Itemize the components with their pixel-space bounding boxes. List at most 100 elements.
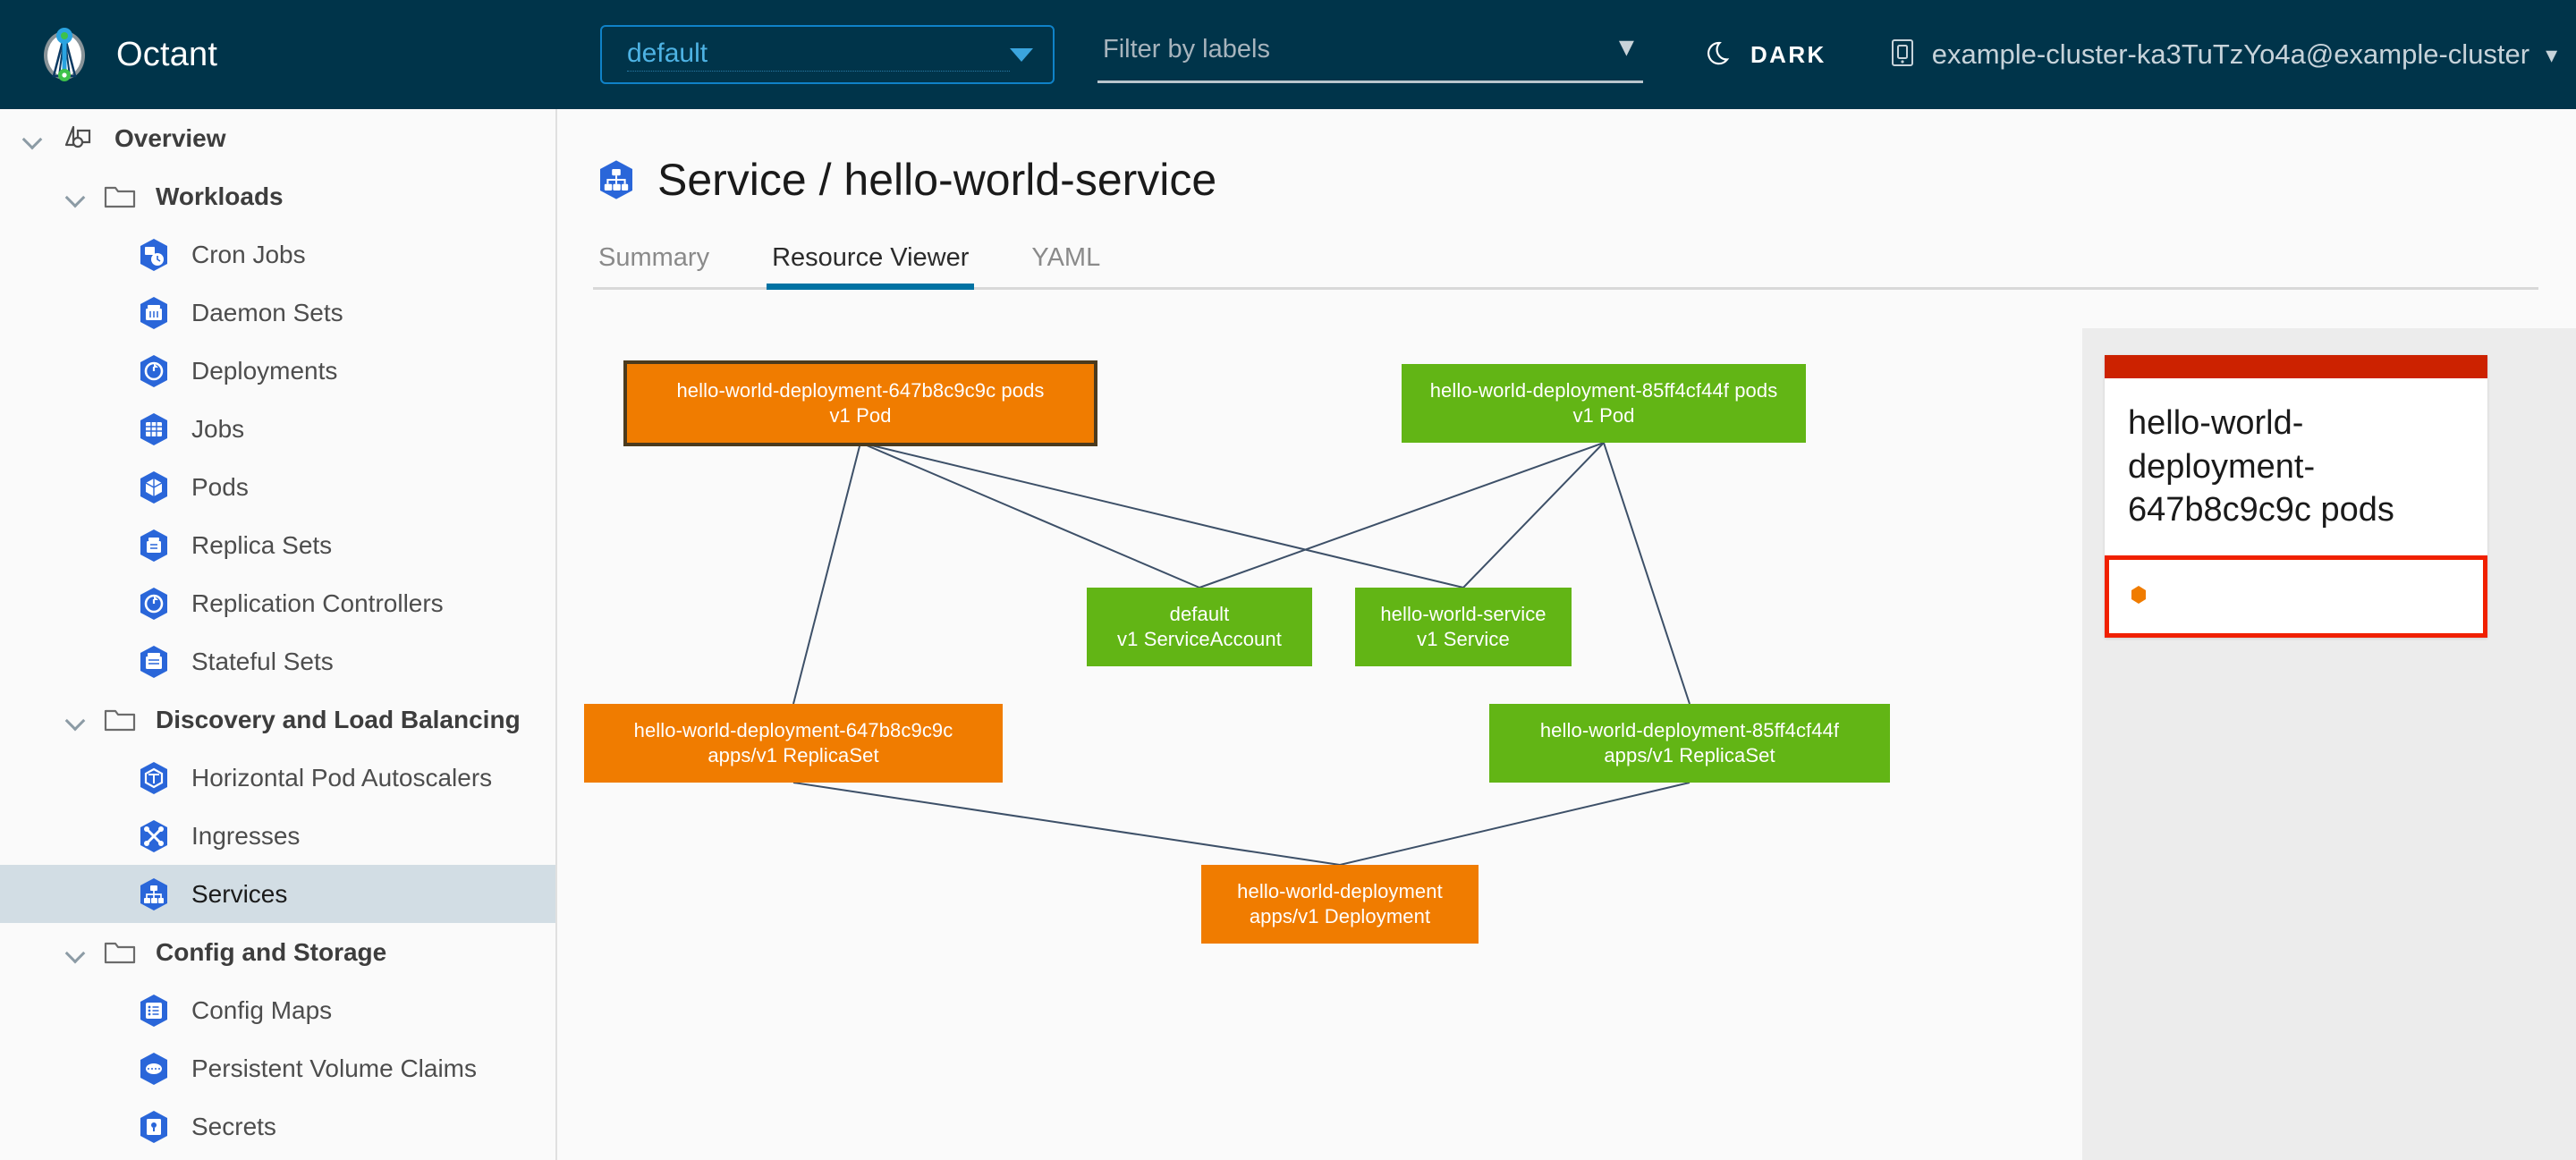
- sidebar-item-label: Config and Storage: [156, 937, 387, 966]
- page-title: Service / hello-world-service: [657, 155, 1217, 205]
- theme-label: DARK: [1750, 40, 1826, 68]
- folder-icon: [104, 939, 136, 966]
- detail-card-title: hello-world-deployment-647b8c9c9c pods: [2128, 404, 2394, 529]
- sidebar-item-workloads[interactable]: Workloads: [0, 167, 555, 225]
- sidebar-item-label: Cron Jobs: [191, 240, 306, 268]
- detail-card[interactable]: hello-world-deployment-647b8c9c9c pods: [2105, 355, 2487, 638]
- triangle-down-icon: [1010, 47, 1033, 62]
- tab-summary[interactable]: Summary: [598, 243, 710, 272]
- theme-toggle[interactable]: DARK: [1707, 38, 1826, 72]
- graph-node-name: hello-world-deployment-647b8c9c9c: [633, 718, 953, 741]
- graph-edges: [792, 442, 1690, 866]
- graph-node-kind: v1 Pod: [1572, 404, 1635, 427]
- detail-card-body[interactable]: [2105, 555, 2487, 638]
- sidebar-item-discovery-and-load-balancing[interactable]: Discovery and Load Balancing: [0, 690, 555, 749]
- graph-node-rs-647[interactable]: hello-world-deployment-647b8c9c9c apps/v1…: [584, 704, 1003, 783]
- sidebar-item-label: Jobs: [191, 414, 245, 443]
- graph-node-kind: apps/v1 ReplicaSet: [708, 744, 879, 766]
- graph-node-name: hello-world-service: [1380, 602, 1546, 625]
- daemonset-icon: [136, 295, 172, 331]
- graph-edge: [1199, 442, 1605, 588]
- graph-edge: [1339, 782, 1690, 866]
- graph-edge: [792, 782, 1341, 866]
- replicationcontroller-icon: [136, 586, 172, 622]
- replicaset-icon: [136, 528, 172, 563]
- tab-yaml[interactable]: YAML: [1031, 243, 1101, 272]
- chevron-down-icon[interactable]: [21, 127, 45, 150]
- sidebar-item-label: Daemon Sets: [191, 298, 343, 326]
- detail-panel: hello-world-deployment-647b8c9c9c pods: [2082, 328, 2576, 1160]
- graph-node-kind: apps/v1 Deployment: [1249, 905, 1431, 927]
- cluster-context-select[interactable]: example-cluster-ka3TuTzYo4a@example-clus…: [1889, 38, 2557, 72]
- chevron-down-icon[interactable]: [64, 185, 88, 208]
- sidebar-item-label: Config Maps: [191, 995, 333, 1024]
- job-icon: [136, 411, 172, 447]
- moon-icon: [1707, 38, 1736, 72]
- sidebar-item-pods[interactable]: Pods: [0, 458, 555, 516]
- sidebar-item-config-and-storage[interactable]: Config and Storage: [0, 923, 555, 981]
- cluster-context-name: example-cluster-ka3TuTzYo4a@example-clus…: [1931, 38, 2530, 70]
- sidebar-item-label: Overview: [114, 123, 226, 152]
- status-dot-icon[interactable]: [2129, 585, 2148, 605]
- graph-node-name: hello-world-deployment-85ff4cf44f: [1539, 718, 1840, 741]
- sidebar-item-daemon-sets[interactable]: Daemon Sets: [0, 284, 555, 342]
- brand[interactable]: Octant: [0, 26, 560, 83]
- pod-icon: [136, 470, 172, 505]
- statefulset-icon: [136, 644, 172, 680]
- sidebar-item-config-maps[interactable]: Config Maps: [0, 981, 555, 1039]
- folder-icon: [104, 707, 136, 733]
- octant-logo-icon: [36, 26, 93, 83]
- sidebar-item-services[interactable]: Services: [0, 865, 555, 923]
- sidebar-item-label: Workloads: [156, 182, 284, 210]
- chevron-down-icon[interactable]: [64, 708, 88, 732]
- sidebar-item-replication-controllers[interactable]: Replication Controllers: [0, 574, 555, 632]
- sidebar-item-horizontal-pod-autoscalers[interactable]: Horizontal Pod Autoscalers: [0, 749, 555, 807]
- namespace-select[interactable]: default: [600, 25, 1055, 84]
- sidebar-item-persistent-volume-claims[interactable]: Persistent Volume Claims: [0, 1039, 555, 1097]
- page-title-row: Service / hello-world-service: [559, 109, 2576, 206]
- brand-title: Octant: [116, 35, 218, 73]
- chevron-down-icon[interactable]: ▾: [1618, 30, 1634, 64]
- sidebar-item-label: Deployments: [191, 356, 338, 385]
- graph-node-kind: apps/v1 ReplicaSet: [1604, 744, 1775, 766]
- chevron-down-icon: ▾: [2546, 40, 2558, 68]
- sidebar-item-secrets[interactable]: Secrets: [0, 1097, 555, 1156]
- graph-node-svc[interactable]: hello-world-service v1 Service: [1355, 588, 1572, 666]
- graph-edge: [792, 442, 861, 705]
- namespace-value: default: [627, 38, 1010, 72]
- chevron-down-icon[interactable]: [64, 941, 88, 964]
- tab-resource-viewer[interactable]: Resource Viewer: [767, 243, 975, 290]
- graph-edge: [1462, 442, 1605, 588]
- secret-icon: [136, 1109, 172, 1145]
- sidebar-item-overview[interactable]: Overview: [0, 109, 555, 167]
- sidebar-item-label: Services: [191, 879, 288, 908]
- graph-node-name: hello-world-deployment: [1237, 879, 1443, 902]
- label-filter-input[interactable]: Filter by labels ▾: [1097, 26, 1643, 83]
- sidebar-item-deployments[interactable]: Deployments: [0, 342, 555, 400]
- sidebar-item-label: Secrets: [191, 1112, 276, 1140]
- graph-node-deploy[interactable]: hello-world-deployment apps/v1 Deployment: [1201, 865, 1479, 944]
- overview-icon: [61, 123, 95, 154]
- sidebar-item-ingresses[interactable]: Ingresses: [0, 807, 555, 865]
- sidebar-item-replica-sets[interactable]: Replica Sets: [0, 516, 555, 574]
- pvc-icon: [136, 1051, 172, 1087]
- sidebar-item-jobs[interactable]: Jobs: [0, 400, 555, 458]
- hpa-icon: [136, 760, 172, 796]
- sidebar-item-label: Stateful Sets: [191, 647, 334, 675]
- sidebar-item-label: Replication Controllers: [191, 588, 444, 617]
- app-header: Octant default Filter by labels ▾ DARK: [0, 0, 2576, 109]
- detail-card-status-strip: [2105, 355, 2487, 378]
- graph-edge: [1603, 442, 1690, 705]
- graph-node-rs-85f[interactable]: hello-world-deployment-85ff4cf44f apps/v1…: [1489, 704, 1890, 783]
- sidebar-item-stateful-sets[interactable]: Stateful Sets: [0, 632, 555, 690]
- sidebar-item-label: Pods: [191, 472, 249, 501]
- sidebar-item-cron-jobs[interactable]: Cron Jobs: [0, 225, 555, 284]
- sidebar-item-label: Replica Sets: [191, 530, 333, 559]
- ingress-icon: [136, 818, 172, 854]
- tab-bar[interactable]: Summary Resource Viewer YAML: [593, 236, 2538, 290]
- graph-node-kind: v1 Service: [1417, 628, 1510, 650]
